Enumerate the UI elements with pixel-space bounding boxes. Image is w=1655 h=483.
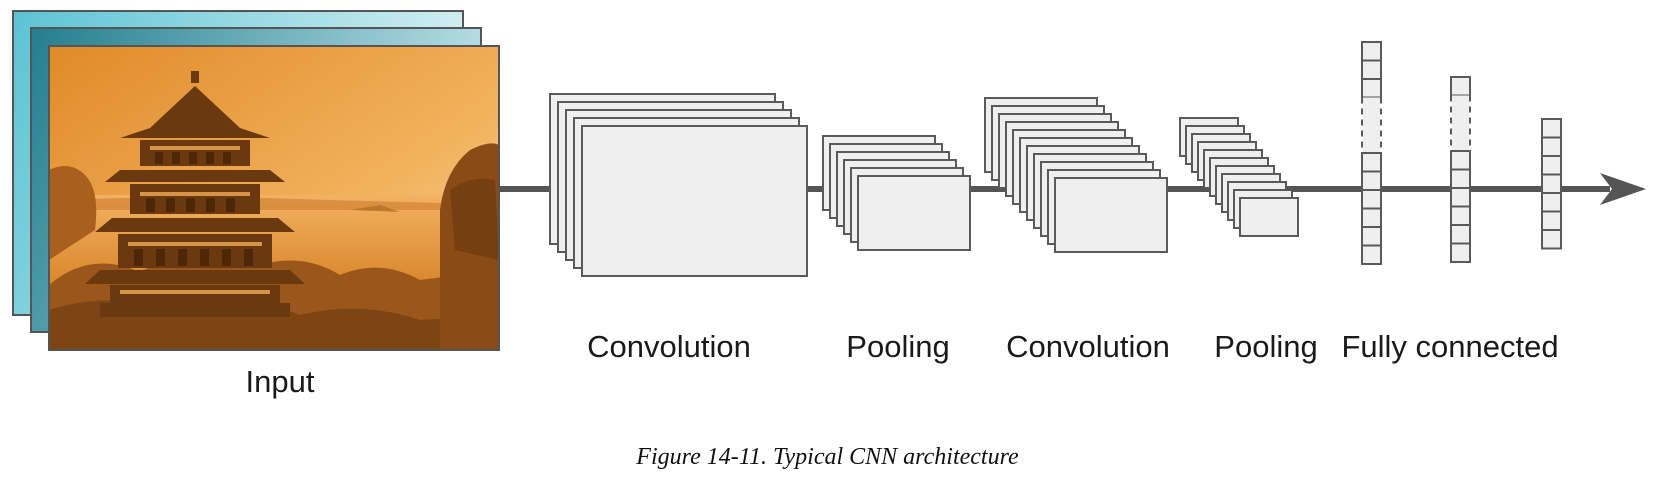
neuron-cell xyxy=(1361,226,1382,247)
neuron-cell xyxy=(1541,229,1562,250)
label-pooling-1: Pooling xyxy=(846,329,949,364)
label-convolution-1: Convolution xyxy=(587,329,751,364)
fc-layer-1 xyxy=(1361,41,1382,265)
ellipsis-gap xyxy=(1452,95,1469,151)
neuron-cell xyxy=(1541,192,1562,213)
pool2-feature-maps xyxy=(1179,117,1299,237)
label-input: Input xyxy=(246,364,315,399)
neuron-cell xyxy=(1361,244,1382,265)
label-pooling-2: Pooling xyxy=(1214,329,1317,364)
label-fully-connected: Fully connected xyxy=(1341,329,1558,364)
neuron-cell xyxy=(1361,170,1382,191)
neuron-cell xyxy=(1361,152,1382,173)
conv2-feature-maps xyxy=(984,97,1168,253)
neuron-cell xyxy=(1450,76,1471,97)
pool1-feature-maps xyxy=(822,135,971,251)
neuron-cell xyxy=(1450,242,1471,263)
fc-layer-3 xyxy=(1541,118,1562,250)
neuron-cell xyxy=(1541,118,1562,139)
conv1-feature-maps xyxy=(549,93,808,277)
neuron-cell xyxy=(1361,189,1382,210)
neuron-cell xyxy=(1450,168,1471,189)
neuron-cell xyxy=(1450,205,1471,226)
figure-caption: Figure 14-11. Typical CNN architecture xyxy=(636,444,1019,470)
neuron-cell xyxy=(1361,207,1382,228)
neuron-cell xyxy=(1361,59,1382,80)
neuron-cell xyxy=(1361,78,1382,99)
input-image-stack xyxy=(12,10,500,351)
neuron-cell xyxy=(1450,187,1471,208)
neuron-cell xyxy=(1361,41,1382,62)
label-convolution-2: Convolution xyxy=(1006,329,1170,364)
neuron-cell xyxy=(1541,136,1562,157)
fc-layers xyxy=(1361,41,1562,265)
fc-layer-2 xyxy=(1450,76,1471,263)
neuron-cell xyxy=(1541,210,1562,231)
ellipsis-gap xyxy=(1363,97,1380,153)
neuron-cell xyxy=(1541,173,1562,194)
feature-map xyxy=(581,125,808,277)
feature-map xyxy=(1054,177,1168,253)
neuron-cell xyxy=(1450,150,1471,171)
input-photo xyxy=(48,45,500,351)
neuron-cell xyxy=(1450,224,1471,245)
feature-map xyxy=(857,175,971,251)
neuron-cell xyxy=(1541,155,1562,176)
feature-map xyxy=(1239,197,1299,237)
flow-arrow-head xyxy=(1600,173,1646,205)
